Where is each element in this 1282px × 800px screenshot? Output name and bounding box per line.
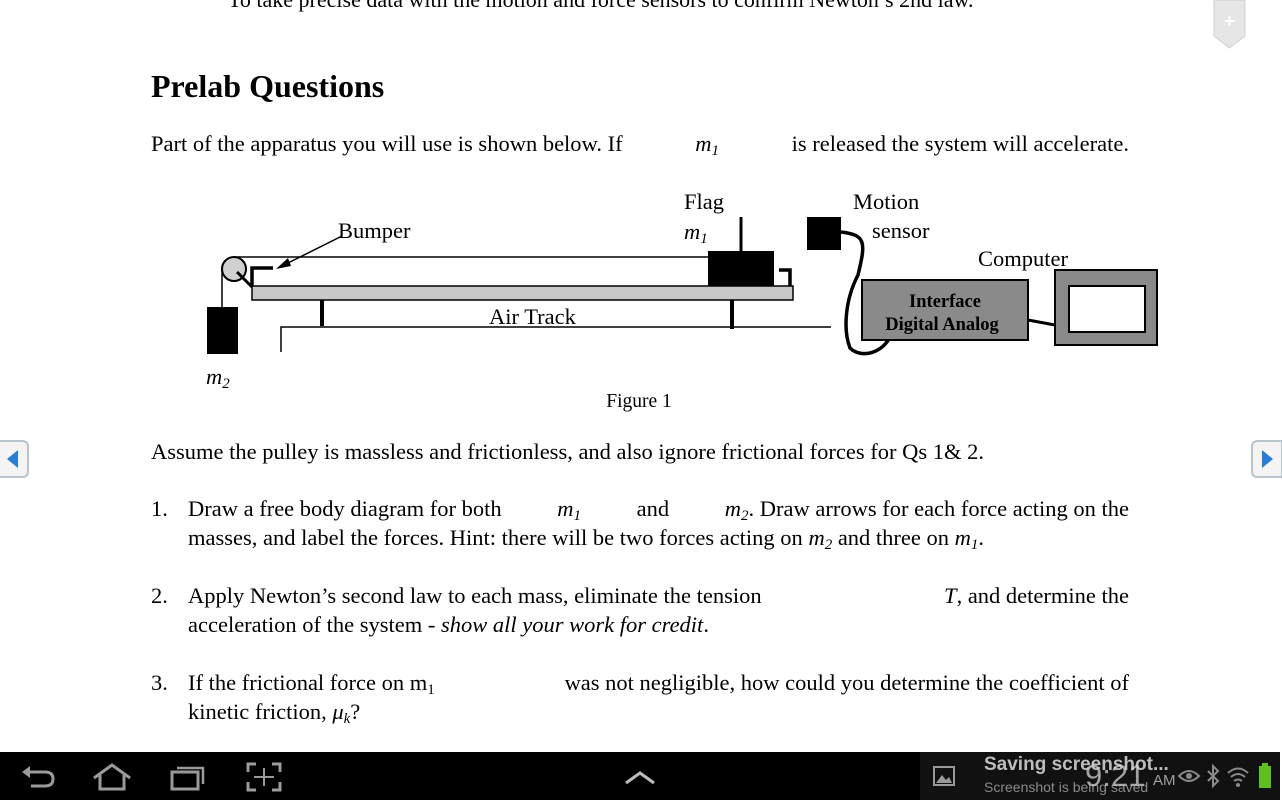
- bumper-arrowhead: [276, 258, 291, 269]
- question-text: Draw a free body diagram for both m1 and…: [188, 496, 1129, 553]
- label-bumper: Bumper: [338, 218, 411, 243]
- air-track: [251, 285, 794, 301]
- page-next-arrow-icon[interactable]: [1250, 437, 1282, 481]
- system-navigation-bar: Saving screenshot... Screenshot is being…: [0, 752, 1280, 800]
- bluetooth-icon: [1207, 763, 1220, 789]
- notification-area[interactable]: Saving screenshot... Screenshot is being…: [920, 752, 1280, 800]
- question-number: 2.: [151, 583, 168, 608]
- recent-apps-icon[interactable]: [168, 762, 208, 792]
- label-m2: m2: [206, 364, 230, 392]
- document-page: To take precise data with the motion and…: [0, 0, 1282, 727]
- table-surface: [280, 326, 831, 352]
- screenshot-icon[interactable]: [245, 762, 285, 792]
- intro-text-before: Part of the apparatus you will use is sh…: [151, 131, 623, 156]
- assumption-paragraph: Assume the pulley is massless and fricti…: [151, 439, 984, 464]
- wifi-icon: [1227, 767, 1249, 787]
- sensor-cable: [840, 230, 894, 356]
- label-sensor: sensor: [872, 218, 930, 243]
- question-number: 3.: [151, 670, 168, 695]
- figure-caption: Figure 1: [606, 391, 672, 412]
- interface-cable: [1027, 318, 1056, 327]
- section-heading: Prelab Questions: [151, 68, 385, 104]
- label-digital-analog: Digital Analog: [885, 315, 999, 335]
- label-motion: Motion: [853, 189, 919, 214]
- bookmark-plus-icon[interactable]: [1213, 0, 1246, 49]
- home-icon[interactable]: [92, 762, 132, 792]
- intro-mass: m1: [695, 131, 719, 159]
- page-prev-arrow-icon[interactable]: [0, 437, 30, 481]
- left-bumper: [250, 266, 273, 286]
- right-bumper: [779, 268, 792, 286]
- label-flag: Flag: [684, 189, 724, 214]
- clock-time: 9:21: [1085, 758, 1146, 793]
- bumper-arrow: [281, 235, 343, 267]
- intro-text-after: is released the system will accelerate.: [791, 131, 1129, 156]
- clock-ampm: AM: [1153, 772, 1176, 789]
- pulley-mount: [235, 270, 254, 289]
- notification-subtitle: Screenshot is being saved: [984, 779, 1149, 795]
- mass-m2: [207, 307, 238, 354]
- eye-icon: [1177, 770, 1201, 782]
- notification-title: Saving screenshot...: [984, 754, 1169, 775]
- battery-icon: [1259, 763, 1271, 788]
- cut-off-objective-line: To take precise data with the motion and…: [228, 0, 973, 13]
- figure-1-apparatus-diagram: Flag m1 Bumper Motion sensor Computer Ai…: [206, 189, 1158, 412]
- interface-box: [861, 279, 1029, 341]
- label-air-track: Air Track: [489, 304, 577, 329]
- question-text: Apply Newton’s second law to each mass, …: [188, 583, 1129, 637]
- back-icon[interactable]: [19, 762, 59, 792]
- glider-m1: [708, 251, 774, 286]
- label-computer: Computer: [978, 246, 1068, 271]
- question-number: 1.: [151, 496, 168, 521]
- computer-screen: [1068, 285, 1146, 333]
- label-interface: Interface: [909, 292, 981, 312]
- gallery-icon: [933, 766, 955, 786]
- question-text: If the frictional force on m1 was not ne…: [188, 670, 1129, 727]
- label-m1: m1: [684, 219, 708, 247]
- menu-up-icon[interactable]: [620, 762, 660, 792]
- motion-sensor: [807, 217, 841, 250]
- intro-paragraph: Part of the apparatus you will use is sh…: [151, 129, 1129, 159]
